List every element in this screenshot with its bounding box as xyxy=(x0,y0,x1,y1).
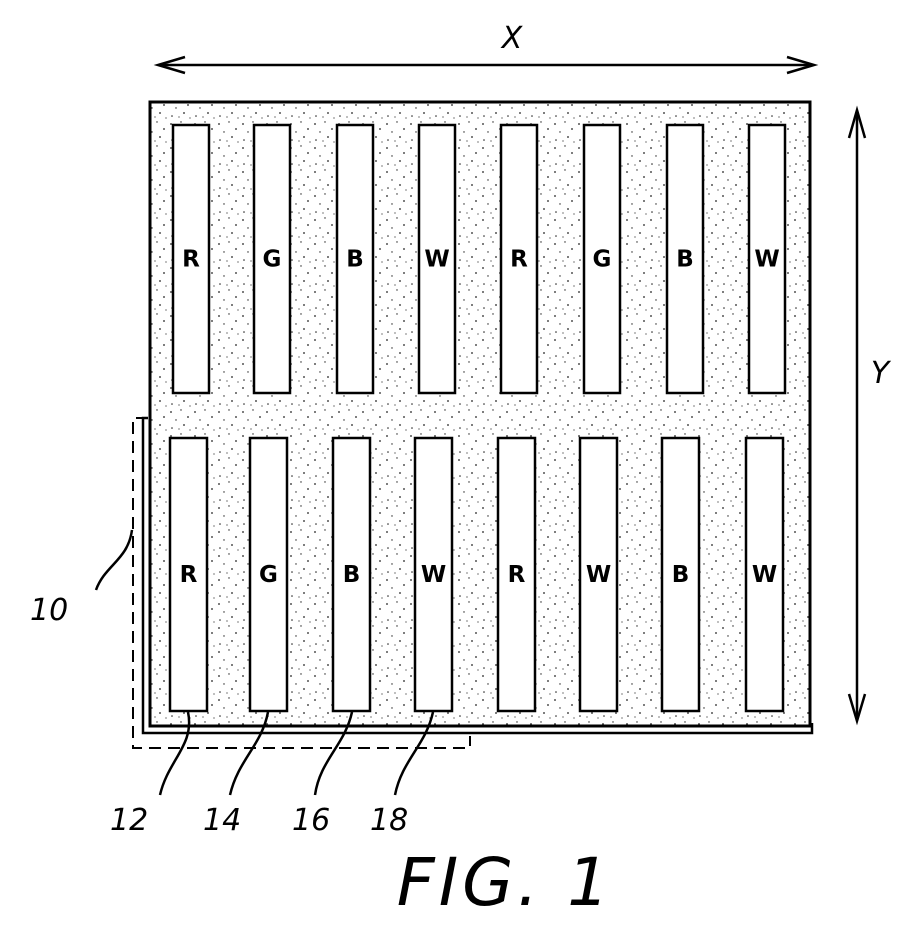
ref-14: 14 xyxy=(203,803,241,838)
subpixel-label-2-7: B xyxy=(672,562,690,588)
subpixel-label-2-6: W xyxy=(586,562,611,588)
subpixel-label-1-5: R xyxy=(510,247,528,273)
subpixel-label-2-3: B xyxy=(343,562,361,588)
leader-line-10 xyxy=(96,530,132,590)
subpixel-label-2-5: R xyxy=(508,562,526,588)
subpixel-label-2-8: W xyxy=(752,562,777,588)
x-dimension-arrow xyxy=(158,57,814,73)
subpixel-label-2-1: R xyxy=(180,562,198,588)
subpixel-label-2-4: W xyxy=(421,562,446,588)
subpixel-label-1-3: B xyxy=(346,247,364,273)
y-axis-label: Y xyxy=(871,356,892,391)
x-axis-label: X xyxy=(500,21,524,56)
ref-10: 10 xyxy=(30,593,68,628)
subpixel-label-1-4: W xyxy=(424,247,449,273)
ref-18: 18 xyxy=(370,803,408,838)
figure-caption: FIG. 1 xyxy=(397,844,614,921)
subpixel-label-1-1: R xyxy=(182,247,200,273)
ref-12: 12 xyxy=(110,803,148,838)
ref-16: 16 xyxy=(292,803,330,838)
subpixel-label-2-2: G xyxy=(259,562,278,588)
subpixel-label-1-8: W xyxy=(754,247,779,273)
y-dimension-arrow xyxy=(849,110,865,721)
subpixel-label-1-2: G xyxy=(263,247,282,273)
subpixel-label-1-6: G xyxy=(593,247,612,273)
subpixel-label-1-7: B xyxy=(676,247,694,273)
